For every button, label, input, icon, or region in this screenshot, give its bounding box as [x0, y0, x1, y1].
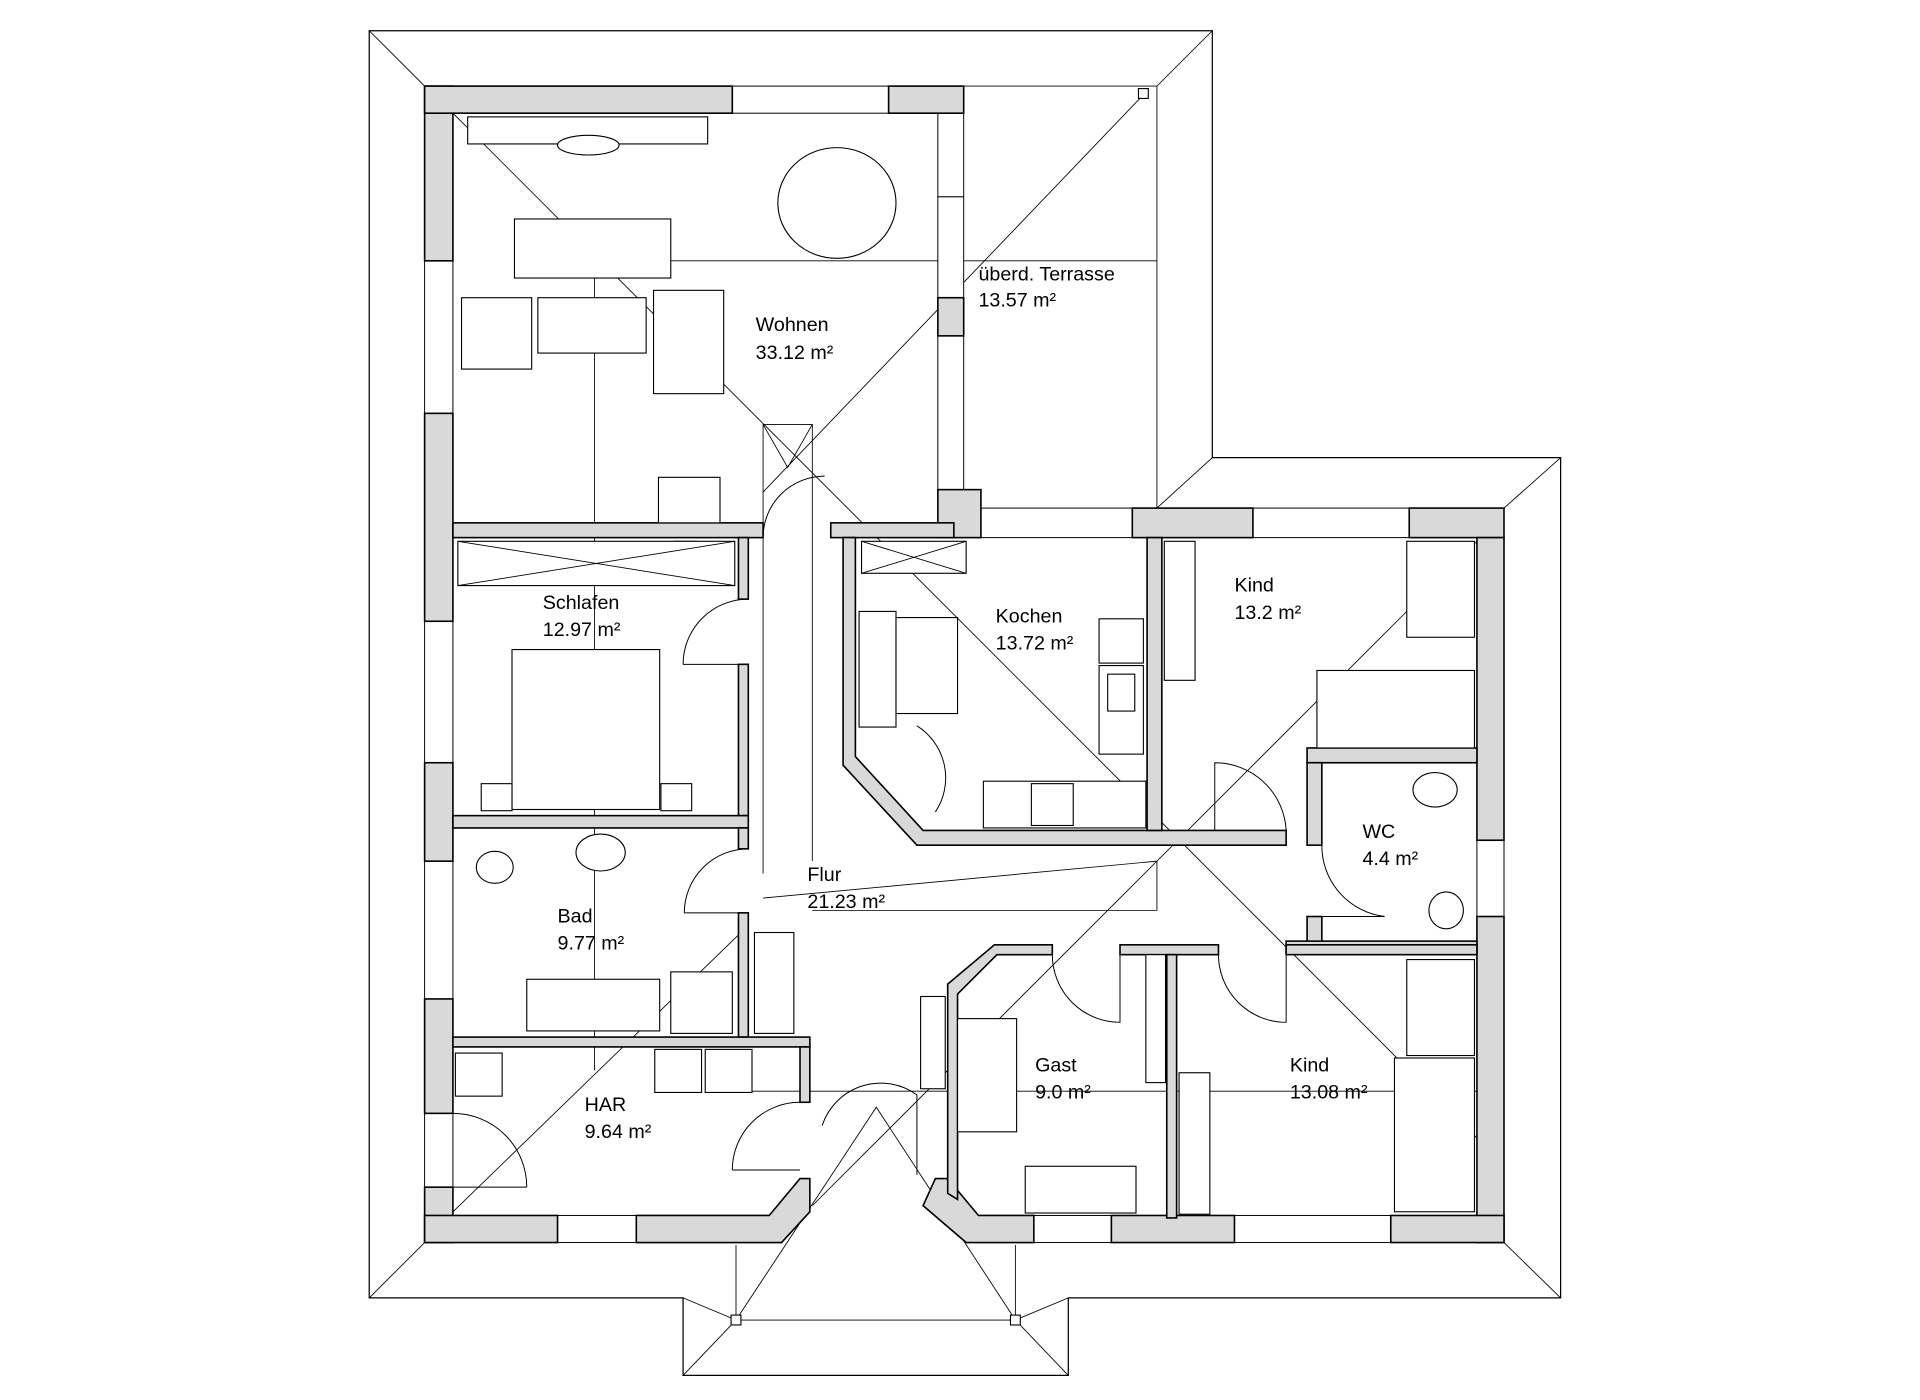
room-name-kind-2: Kind	[1290, 1055, 1329, 1077]
room-area-wc: 4.4 m²	[1362, 848, 1418, 870]
room-name-terrasse: überd. Terrasse	[978, 263, 1114, 285]
room-area-har: 9.64 m²	[585, 1121, 652, 1143]
room-area-kind-1: 13.2 m²	[1234, 602, 1301, 624]
room-name-wc: WC	[1362, 821, 1395, 843]
room-area-wohnen: 33.12 m²	[756, 342, 834, 364]
room-area-bad: 9.77 m²	[558, 933, 625, 955]
room-area-gast: 9.0 m²	[1035, 1082, 1091, 1104]
room-name-har: HAR	[585, 1094, 627, 1116]
furniture	[454, 116, 1476, 1215]
room-area-flur: 21.23 m²	[807, 891, 885, 913]
room-name-gast: Gast	[1035, 1055, 1077, 1077]
walls	[423, 85, 1505, 1244]
room-labels: Wohnen 33.12 m² überd. Terrasse 13.57 m²…	[543, 263, 1419, 1142]
windows	[424, 85, 1505, 1244]
doors	[452, 475, 1385, 1188]
room-name-bad: Bad	[558, 906, 593, 928]
room-name-wohnen: Wohnen	[756, 314, 829, 336]
room-name-kind-1: Kind	[1234, 575, 1273, 597]
room-area-schlafen: 12.97 m²	[543, 619, 621, 641]
room-name-flur: Flur	[807, 864, 841, 886]
room-name-schlafen: Schlafen	[543, 592, 620, 614]
room-name-kochen: Kochen	[996, 605, 1063, 627]
room-area-kochen: 13.72 m²	[996, 633, 1074, 655]
room-area-terrasse: 13.57 m²	[978, 289, 1056, 311]
room-area-kind-2: 13.08 m²	[1290, 1082, 1368, 1104]
